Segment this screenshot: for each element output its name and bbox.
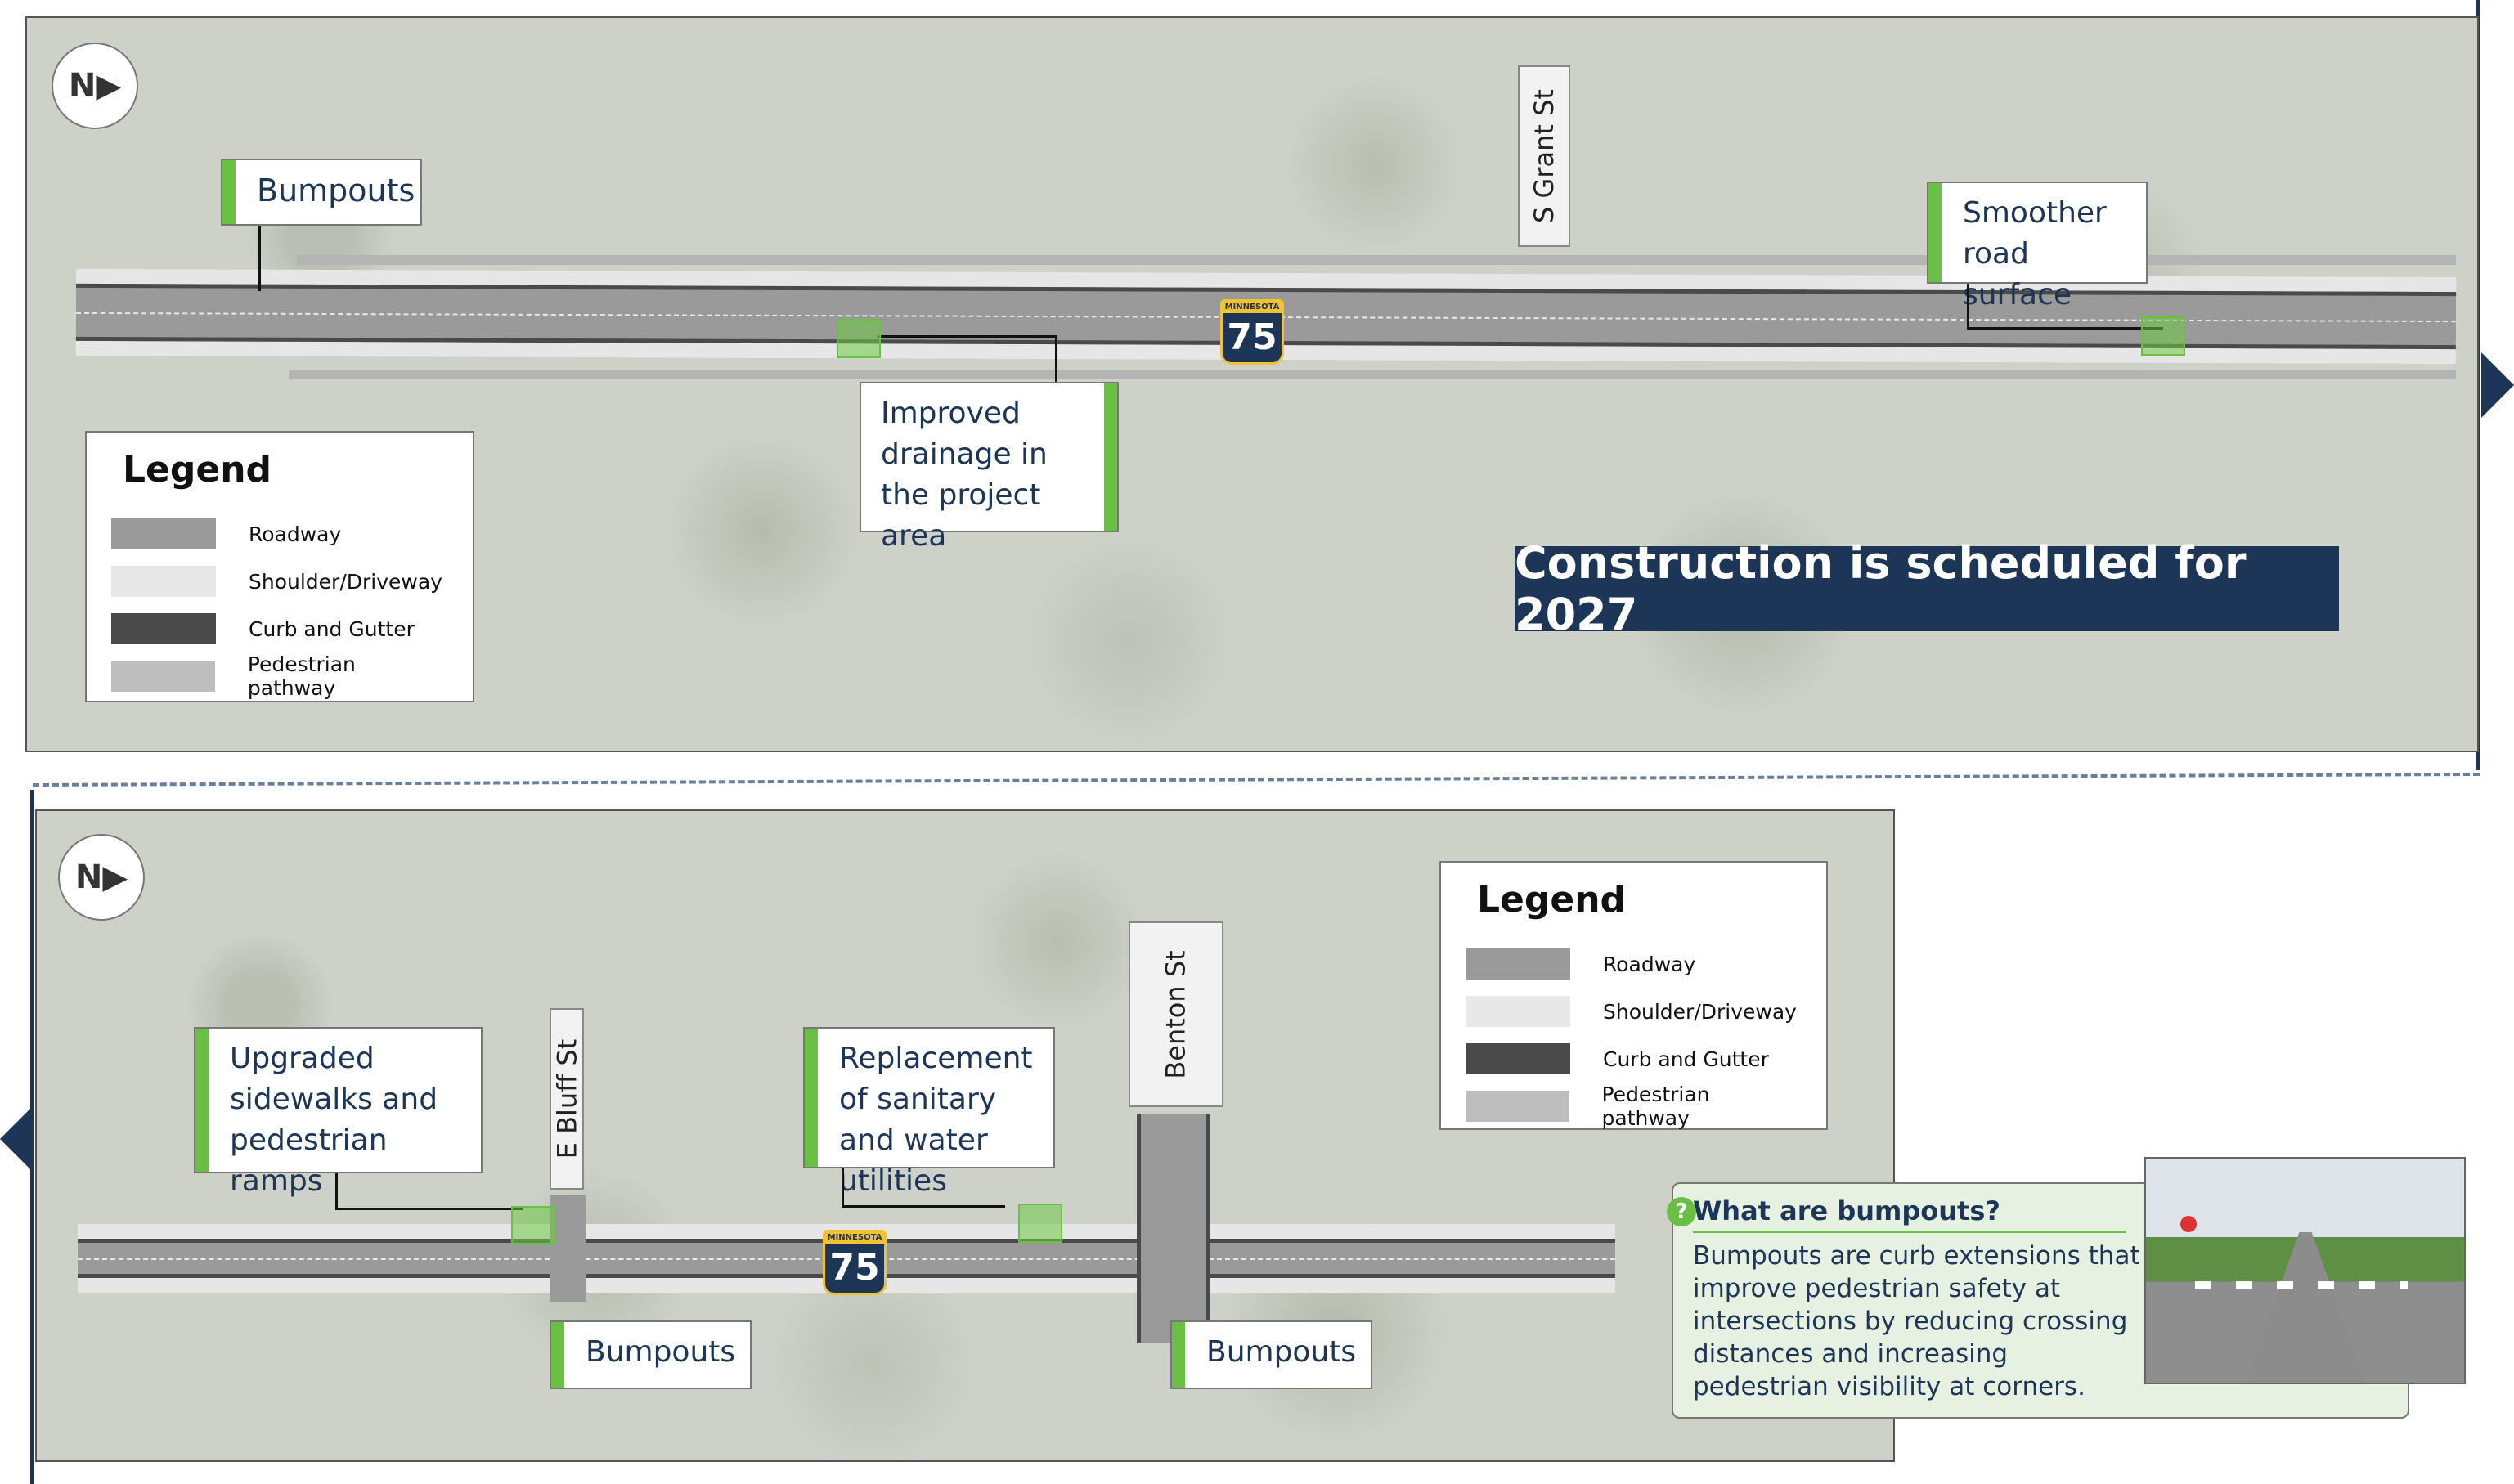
- north-arrow: N▶: [52, 43, 138, 129]
- callout-utilities: Replacement of sanitary and water utilit…: [803, 1027, 1055, 1198]
- callout-sidewalks: Upgraded sidewalks and pedestrian ramps: [194, 1027, 483, 1198]
- bumpout-street-photo: [2144, 1157, 2466, 1384]
- continuation-arrow-right: [2481, 352, 2514, 418]
- info-title: What are bumpouts?: [1693, 1195, 2000, 1226]
- callout-smoother-road: Smoother road surface: [1927, 182, 2148, 312]
- info-body: Bumpouts are curb extensions that improv…: [1693, 1241, 2140, 1401]
- legend: Legend Roadway Shoulder/Driveway Curb an…: [1439, 861, 1828, 1130]
- bottom-map: N▶ E Bluff St Benton St Upgraded sidewal…: [35, 809, 1895, 1462]
- callout-bumpouts-left: Bumpouts: [550, 1320, 752, 1389]
- top-map: N▶ S Grant St Bumpouts Smoother road sur…: [25, 16, 2479, 752]
- street-label-benton: Benton St: [1129, 921, 1223, 1107]
- question-circle-icon: ?: [1667, 1197, 1696, 1226]
- north-arrow: N▶: [58, 834, 145, 921]
- benton-st-roadway: [1137, 1114, 1210, 1343]
- pedestrian-pathway: [297, 255, 2456, 265]
- e-bluff-st-roadway: [550, 1195, 586, 1302]
- legend: Legend Roadway Shoulder/Driveway Curb an…: [85, 431, 474, 702]
- callout-bumpouts: Bumpouts: [221, 159, 422, 226]
- construction-banner: Construction is scheduled for 2027: [1515, 537, 2339, 640]
- continuation-arrow-left: [0, 1106, 33, 1172]
- street-label-e-bluff: E Bluff St: [550, 1008, 584, 1190]
- callout-bumpouts-right: Bumpouts: [1170, 1320, 1372, 1389]
- dashed-divider: [32, 772, 2480, 787]
- street-label-s-grant: S Grant St: [1518, 65, 1570, 247]
- callout-drainage: Improved drainage in the project area: [860, 382, 1119, 553]
- pedestrian-pathway: [289, 370, 2456, 379]
